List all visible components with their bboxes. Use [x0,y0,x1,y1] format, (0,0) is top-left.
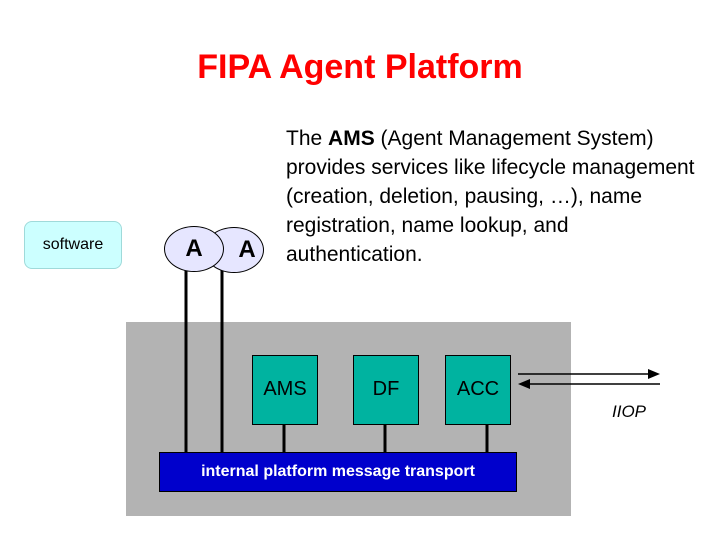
agent-front-label: A [185,235,203,262]
iiop-arrowhead-right [648,369,660,379]
description-pre: The [286,127,329,150]
message-transport-bar: internal platform message transport [159,452,517,492]
ams-description: The AMS (Agent Management System) provid… [286,124,706,269]
page-title: FIPA Agent Platform [197,48,523,86]
acc-label: ACC [456,378,500,400]
acc-box: ACC [445,355,511,425]
software-box: software [24,221,122,269]
agent-front-ellipse: A [164,226,224,272]
agent-back-label: A [238,236,256,263]
iiop-arrowhead-left [518,379,530,389]
description-post: (Agent Management System) provides servi… [286,127,695,266]
iiop-label: IIOP [612,402,647,421]
ams-box: AMS [252,355,318,425]
description-ams-bold: AMS [328,127,375,150]
df-box: DF [353,355,419,425]
df-label: DF [372,378,400,400]
ams-label: AMS [263,378,307,400]
